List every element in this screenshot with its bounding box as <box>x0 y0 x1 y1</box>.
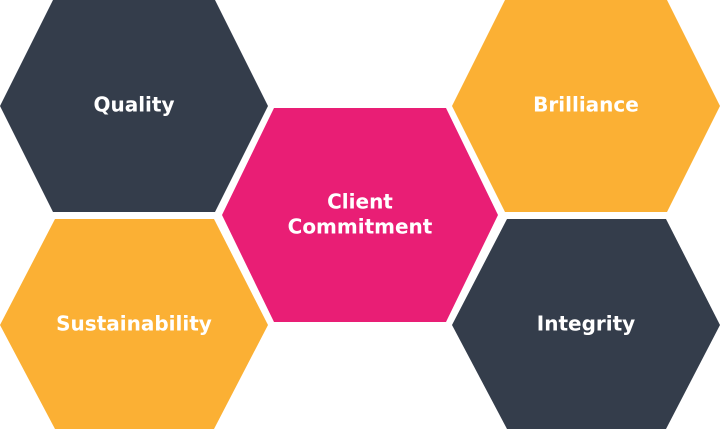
hexagon-brilliance-label: Brilliance <box>533 93 639 117</box>
hexagon-integrity: Integrity <box>452 219 720 429</box>
hexagon-integrity-label: Integrity <box>537 312 635 336</box>
hexagon-quality-shape <box>0 0 268 212</box>
hexagon-client-commitment: Client Commitment <box>222 108 498 322</box>
hexagon-client-commitment-label-line-2: Commitment <box>288 215 433 239</box>
hexagon-client-commitment-shape <box>222 108 498 322</box>
hexagon-quality: Quality <box>0 0 268 212</box>
hexagon-quality-label: Quality <box>93 93 174 117</box>
hexagon-sustainability-label: Sustainability <box>56 312 212 336</box>
hexagon-sustainability-shape <box>0 219 268 429</box>
hexagon-client-commitment-label-line-1: Client <box>327 190 393 214</box>
hexagon-integrity-shape <box>452 219 720 429</box>
hexagon-brilliance-shape <box>452 0 720 212</box>
hexagon-sustainability: Sustainability <box>0 219 268 429</box>
hexagon-brilliance: Brilliance <box>452 0 720 212</box>
